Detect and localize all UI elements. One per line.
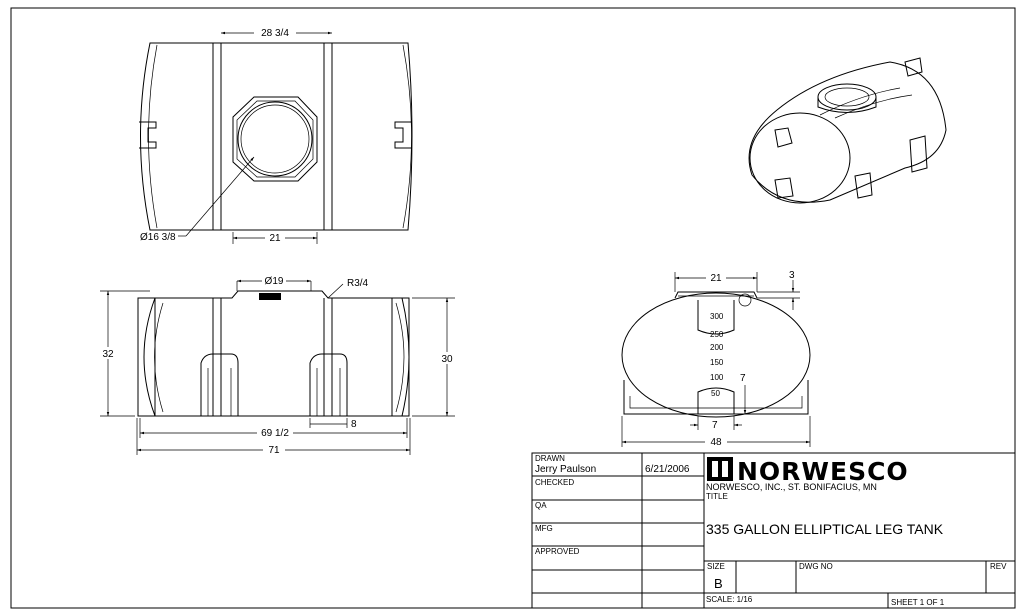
gauge-mark: 200 — [710, 343, 724, 352]
isometric-view — [748, 57, 947, 204]
mfg-label: MFG — [535, 524, 553, 533]
scale-value: SCALE: 1/16 — [706, 595, 753, 604]
size-value: B — [714, 576, 723, 591]
title-label: TITLE — [706, 492, 728, 501]
end-top-width-dim: 21 — [710, 273, 722, 284]
rev-label: REV — [990, 562, 1007, 571]
gauge-mark: 300 — [710, 312, 724, 321]
end-view: 300 250 200 150 100 50 21 3 7 7 48 — [621, 270, 811, 448]
qa-label: QA — [535, 501, 547, 510]
front-inner-length-dim: 69 1/2 — [261, 428, 289, 439]
gauge-mark: 250 — [710, 330, 724, 339]
top-diameter-dim: Ø16 3/8 — [140, 232, 176, 243]
sheet-border — [10, 7, 1016, 609]
front-height-left-dim: 32 — [102, 349, 114, 360]
gauge-mark: 150 — [710, 358, 724, 367]
drawn-by: Jerry Paulson — [535, 464, 596, 475]
gauge-mark: 50 — [711, 389, 720, 398]
end-overall-width-dim: 48 — [710, 437, 722, 448]
norwesco-logo: NORWESCO — [707, 457, 909, 486]
front-view: Ø19 R3/4 32 30 8 69 1/2 71 — [100, 275, 455, 456]
drawing-title: 335 GALLON ELLIPTICAL LEG TANK — [706, 521, 944, 537]
checked-label: CHECKED — [535, 478, 574, 487]
end-leg-height-dim: 7 — [740, 373, 746, 384]
top-length-dim: 28 3/4 — [261, 28, 289, 39]
logo-text: NORWESCO — [737, 457, 909, 486]
top-offset-dim: 21 — [269, 233, 281, 244]
gauge-mark: 100 — [710, 373, 724, 382]
end-leg-bottom-dim: 7 — [712, 420, 718, 431]
approved-label: APPROVED — [535, 547, 580, 556]
end-top-offset-dim: 3 — [789, 270, 795, 281]
front-opening-dim: Ø19 — [265, 276, 284, 287]
gauge-marks: 300 250 200 150 100 50 — [710, 312, 724, 398]
size-label: SIZE — [707, 562, 725, 571]
front-radius-dim: R3/4 — [347, 278, 369, 289]
front-overall-length-dim: 71 — [268, 445, 280, 456]
sheet-value: SHEET 1 OF 1 — [891, 598, 945, 607]
top-view: 28 3/4 Ø16 3/8 21 — [139, 27, 413, 244]
title-block: DRAWN Jerry Paulson 6/21/2006 CHECKED QA… — [531, 452, 1016, 609]
front-height-right-dim: 30 — [441, 354, 453, 365]
front-leg-width-dim: 8 — [351, 419, 357, 430]
company-name: NORWESCO, INC., ST. BONIFACIUS, MN — [706, 482, 877, 492]
drawn-date: 6/21/2006 — [645, 464, 690, 475]
drawn-label: DRAWN — [535, 454, 565, 463]
dwg-no-label: DWG NO — [799, 562, 833, 571]
